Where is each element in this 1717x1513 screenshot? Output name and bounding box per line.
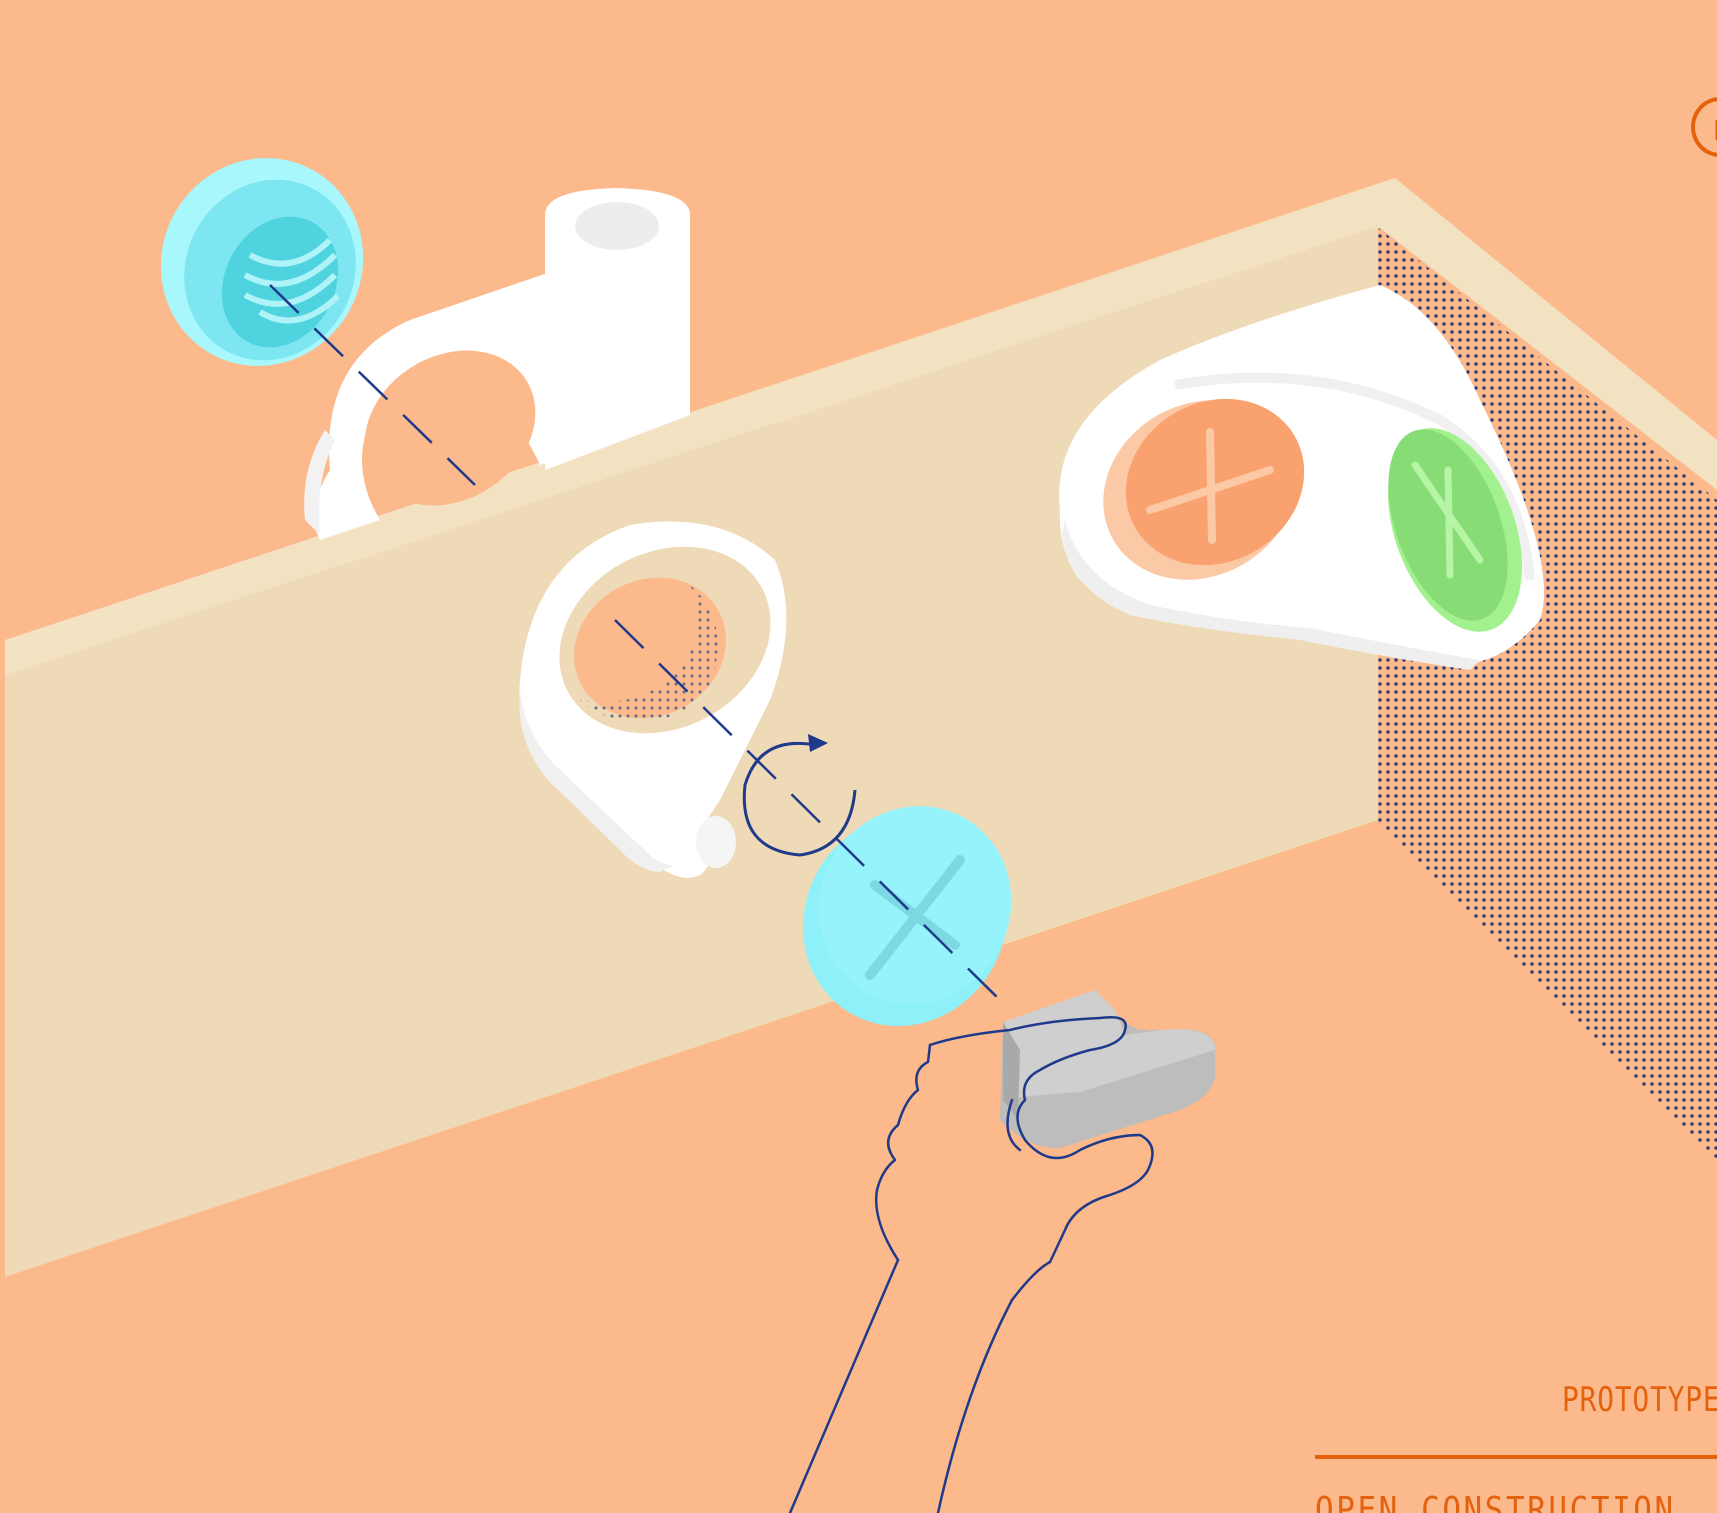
tool-block [1000, 990, 1215, 1148]
badge-letter: N [1714, 114, 1717, 147]
caption-title: OPEN CONSTRUCTION [1315, 1490, 1676, 1513]
caption-divider [1315, 1455, 1717, 1459]
caption-tag: PROTOTYPE [1562, 1380, 1717, 1420]
